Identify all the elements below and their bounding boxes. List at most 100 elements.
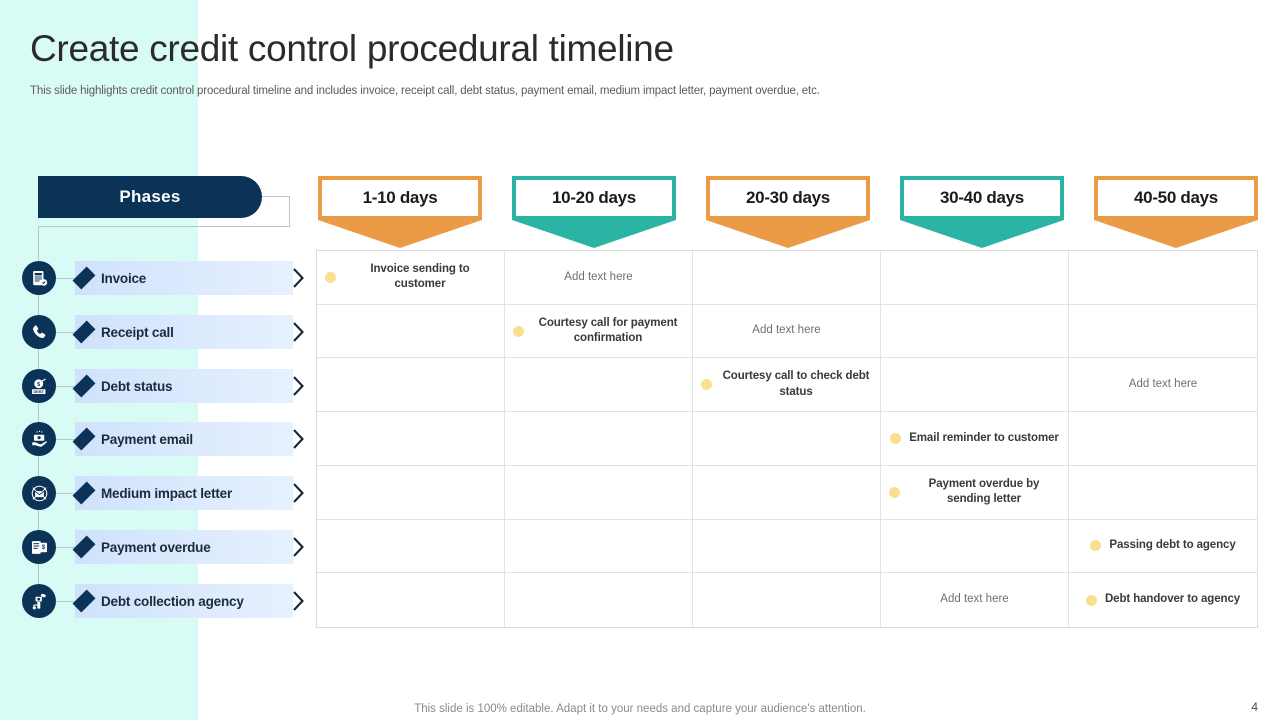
grid-cell[interactable] <box>693 251 881 305</box>
column-header-3[interactable]: 20-30 days <box>706 176 870 248</box>
phase-bar[interactable]: Invoice <box>72 261 293 295</box>
grid-cell[interactable] <box>505 412 693 466</box>
grid-cell[interactable] <box>317 304 505 359</box>
grid-cell[interactable]: Courtesy call for payment confirmation <box>505 304 693 359</box>
column-header-2[interactable]: 10-20 days <box>512 176 676 248</box>
phases-header-pill: Phases <box>38 176 262 218</box>
chevron-right-icon <box>292 590 305 612</box>
diamond-marker-icon <box>72 481 96 505</box>
diamond-marker-icon <box>72 589 96 613</box>
grid-cell[interactable]: Add text here <box>505 251 693 305</box>
column-header-4[interactable]: 30-40 days <box>900 176 1064 248</box>
phase-connector-stub <box>56 601 78 602</box>
phase-label: Invoice <box>101 270 147 286</box>
phase-connector-stub <box>56 332 78 333</box>
column-header-1[interactable]: 1-10 days <box>318 176 482 248</box>
grid-cell[interactable] <box>881 251 1069 305</box>
grid-cell[interactable]: Passing debt to agency <box>1069 520 1257 574</box>
grid-cell[interactable] <box>693 573 881 627</box>
grid-cell[interactable]: Debt handover to agency <box>1069 573 1257 627</box>
phase-bar[interactable]: Payment overdue <box>72 530 293 564</box>
grid-cell[interactable] <box>317 573 505 627</box>
column-header-5[interactable]: 40-50 days <box>1094 176 1258 248</box>
diamond-marker-icon <box>72 535 96 559</box>
grid-cell[interactable] <box>1069 412 1257 466</box>
grid-cell[interactable] <box>505 519 693 574</box>
column-header-tail-icon <box>318 220 482 248</box>
grid-cell[interactable]: Add text here <box>693 304 881 359</box>
grid-cell[interactable]: Email reminder to customer <box>881 412 1069 466</box>
phase-connector-stub <box>56 493 78 494</box>
grid-cell[interactable]: Add text here <box>881 573 1069 627</box>
grid-cell[interactable] <box>881 519 1069 574</box>
bullet-dot-icon <box>701 379 712 391</box>
connector-line-vertical-right <box>289 196 290 227</box>
phase-bar[interactable]: Receipt call <box>72 315 293 349</box>
grid-cell-text: Add text here <box>564 270 633 283</box>
phase-label: Debt collection agency <box>101 593 244 609</box>
grid-cell[interactable]: Courtesy call to check debt status <box>693 358 881 413</box>
phase-connector-stub <box>56 278 78 279</box>
grid-cell[interactable] <box>693 519 881 574</box>
chevron-right-icon <box>292 428 305 450</box>
grid-cell-text: Email reminder to customer <box>909 431 1059 444</box>
grid-cell[interactable] <box>693 412 881 466</box>
connector-line-horizontal-bottom <box>38 226 290 227</box>
page-title: Create credit control procedural timelin… <box>30 28 674 69</box>
bullet-dot-icon <box>890 432 902 444</box>
mobile-payment-icon: $ <box>22 530 56 564</box>
grid-cell[interactable] <box>693 465 881 520</box>
payment-hand-icon <box>22 422 56 456</box>
grid-cell[interactable] <box>881 358 1069 413</box>
page-subtitle: This slide highlights credit control pro… <box>30 85 820 97</box>
chevron-right-icon <box>292 536 305 558</box>
grid-cell[interactable]: Invoice sending to customer <box>317 251 505 305</box>
bullet-dot-icon <box>889 486 900 498</box>
grid-cell[interactable]: Add text here <box>1069 358 1257 413</box>
phase-bar[interactable]: Debt status <box>72 369 293 403</box>
grid-cell[interactable] <box>881 304 1069 359</box>
column-header-label: 20-30 days <box>746 188 830 207</box>
column-header-tail-icon <box>706 220 870 248</box>
grid-cell[interactable] <box>505 573 693 627</box>
grid-cell[interactable]: Payment overdue by sending letter <box>881 465 1069 520</box>
column-header-box: 10-20 days <box>512 176 676 220</box>
chevron-right-icon <box>292 267 305 289</box>
grid-cell-text: Courtesy call for payment confirmation <box>538 316 678 345</box>
diamond-marker-icon <box>72 266 96 290</box>
grid-cell[interactable] <box>505 465 693 520</box>
svg-text:DEBT: DEBT <box>33 389 44 394</box>
page-number: 4 <box>1251 700 1258 714</box>
letter-icon <box>22 476 56 510</box>
column-header-label: 1-10 days <box>362 188 438 207</box>
grid-cell[interactable] <box>1069 466 1257 520</box>
chevron-right-icon <box>292 482 305 504</box>
grid-cell[interactable] <box>317 412 505 466</box>
column-header-tail-icon <box>900 220 1064 248</box>
grid-cell[interactable] <box>317 465 505 520</box>
phase-bar[interactable]: Payment email <box>72 422 293 456</box>
grid-cell-text: Add text here <box>940 593 1009 606</box>
phase-bar[interactable]: Medium impact letter <box>72 476 293 510</box>
diamond-marker-icon <box>72 320 96 344</box>
phase-bar[interactable]: Debt collection agency <box>72 584 293 618</box>
grid-cell[interactable] <box>1069 305 1257 359</box>
column-header-label: 10-20 days <box>552 188 636 207</box>
grid-cell[interactable] <box>505 358 693 413</box>
phase-label: Receipt call <box>101 324 174 340</box>
grid-cell[interactable] <box>317 358 505 413</box>
column-header-tail-icon <box>1094 220 1258 248</box>
grid-cell-text: Add text here <box>752 324 821 337</box>
debt-collection-icon <box>22 584 56 618</box>
column-header-box: 20-30 days <box>706 176 870 220</box>
grid-cell[interactable] <box>1069 251 1257 305</box>
diamond-marker-icon <box>72 427 96 451</box>
grid-cell[interactable] <box>317 519 505 574</box>
grid-cell-text: Courtesy call to check debt status <box>722 370 870 398</box>
diamond-marker-icon <box>72 374 96 398</box>
column-header-box: 1-10 days <box>318 176 482 220</box>
phase-label: Medium impact letter <box>101 485 233 501</box>
bullet-dot-icon <box>1090 540 1102 552</box>
